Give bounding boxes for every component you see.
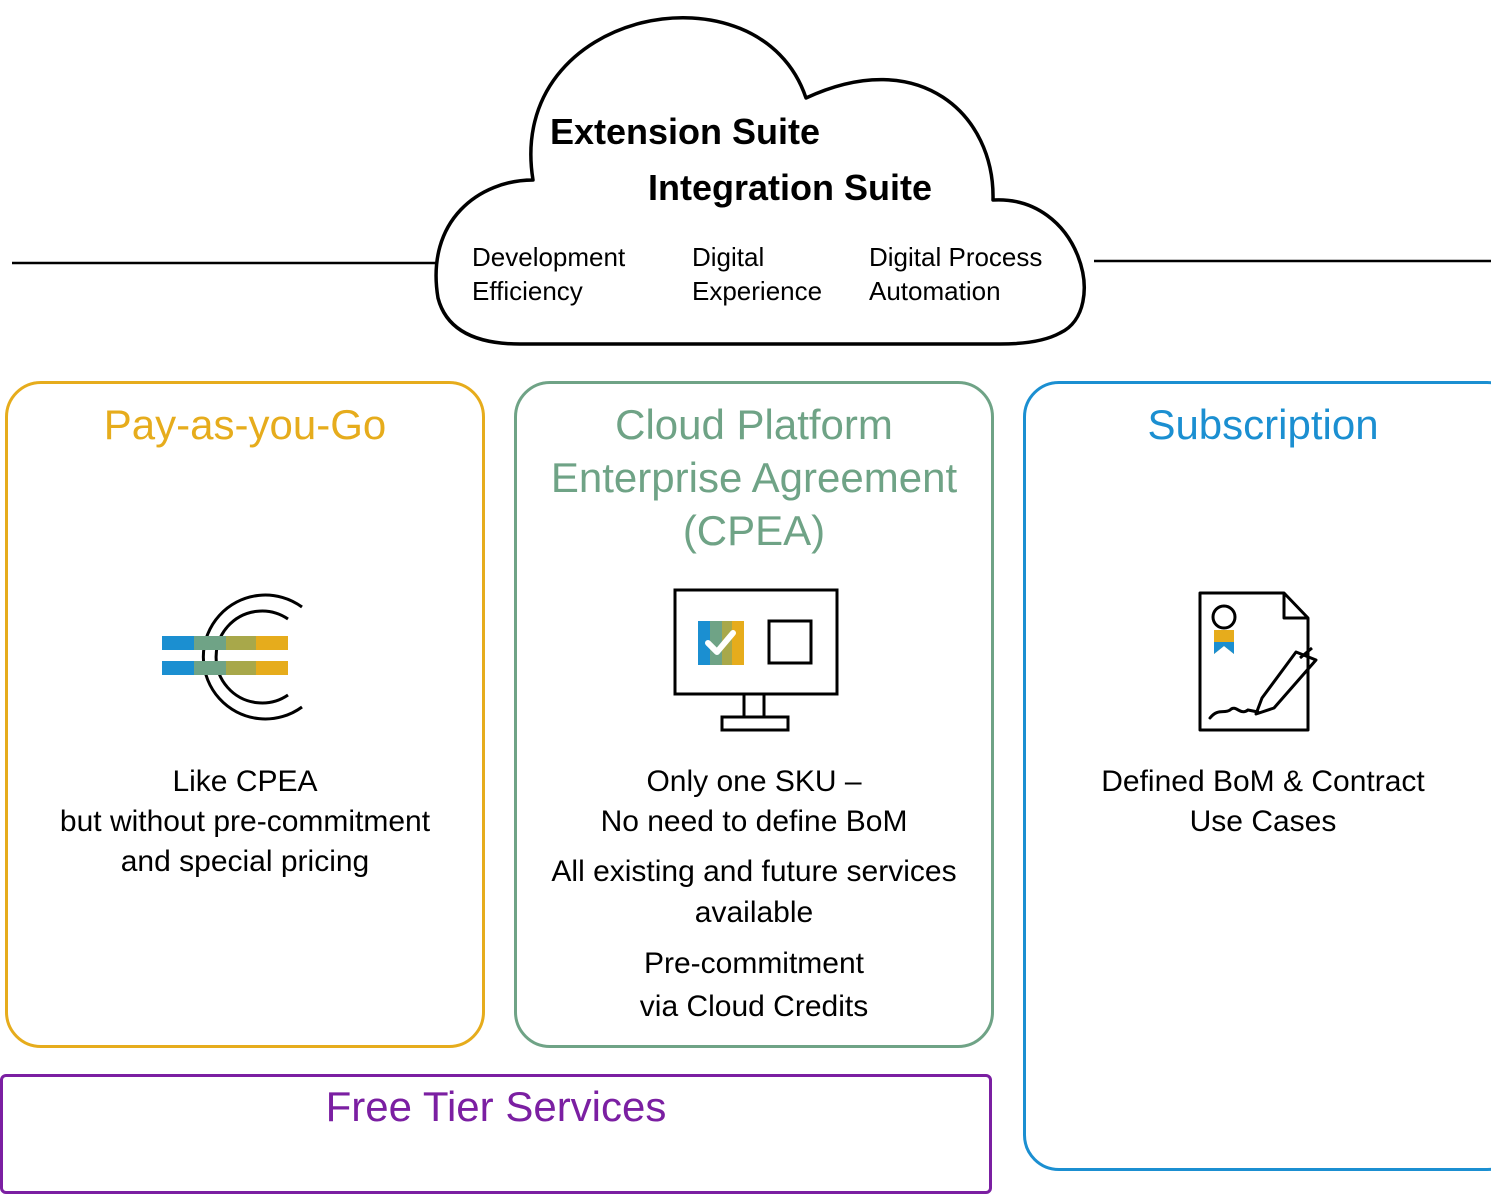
cpea-description-services: All existing and future services availab… (514, 851, 994, 933)
description-line: Only one SKU – (646, 765, 862, 798)
description-line: via Cloud Credits (639, 990, 869, 1023)
cloud-item-development-efficiency: Development Efficiency (472, 240, 625, 308)
cloud-item-digital-process-automation: Digital Process Automation (869, 240, 1042, 308)
description-line: All existing and future services (551, 855, 957, 888)
free-tier-title: Free Tier Services (325, 1083, 667, 1130)
integration-suite-label: Integration Suite (648, 167, 933, 208)
pay-as-you-go-title: Pay-as-you-Go (103, 401, 387, 448)
subscription-description: Defined BoM & Contract Use Cases (1023, 762, 1491, 842)
cloud-item-digital-experience: Digital Experience (692, 240, 822, 308)
cloud-item-line: Automation (869, 276, 1001, 306)
description-line: Defined BoM & Contract (1101, 765, 1425, 798)
cpea-title-line: (CPEA) (682, 507, 826, 554)
description-line: No need to define BoM (600, 805, 908, 838)
euro-icon (162, 593, 303, 721)
description-line: available (694, 896, 814, 929)
cloud-item-line: Efficiency (472, 276, 583, 306)
cpea-description-sku: Only one SKU – No need to define BoM (514, 762, 994, 842)
pay-as-you-go-box (5, 381, 485, 1048)
subscription-title: Subscription (1147, 401, 1379, 448)
cloud-diagram (12, 15, 1491, 346)
description-line: Like CPEA (172, 765, 318, 798)
signed-contract-icon (1198, 591, 1318, 732)
cloud-item-line: Digital Process (869, 242, 1043, 272)
cloud-shape (434, 15, 1086, 346)
cloud-item-line: Digital (692, 242, 765, 272)
cpea-title-line: Enterprise Agreement (550, 454, 958, 501)
cpea-description-commitment: Pre-commitment via Cloud Credits (514, 942, 994, 1028)
cpea-title: Cloud Platform Enterprise Agreement (CPE… (514, 398, 994, 557)
description-line: but without pre-commitment (59, 805, 431, 838)
cloud-item-line: Experience (692, 276, 823, 306)
description-line: and special pricing (120, 845, 370, 878)
monitor-checkbox-icon (673, 588, 839, 732)
extension-suite-label: Extension Suite (550, 111, 821, 152)
cloud-item-line: Development (472, 242, 626, 272)
description-line: Use Cases (1189, 805, 1337, 838)
description-line: Pre-commitment (643, 947, 865, 980)
pay-as-you-go-description: Like CPEA but without pre-commitment and… (5, 762, 485, 882)
cpea-title-line: Cloud Platform (615, 401, 893, 448)
cpea-box (514, 381, 994, 1048)
